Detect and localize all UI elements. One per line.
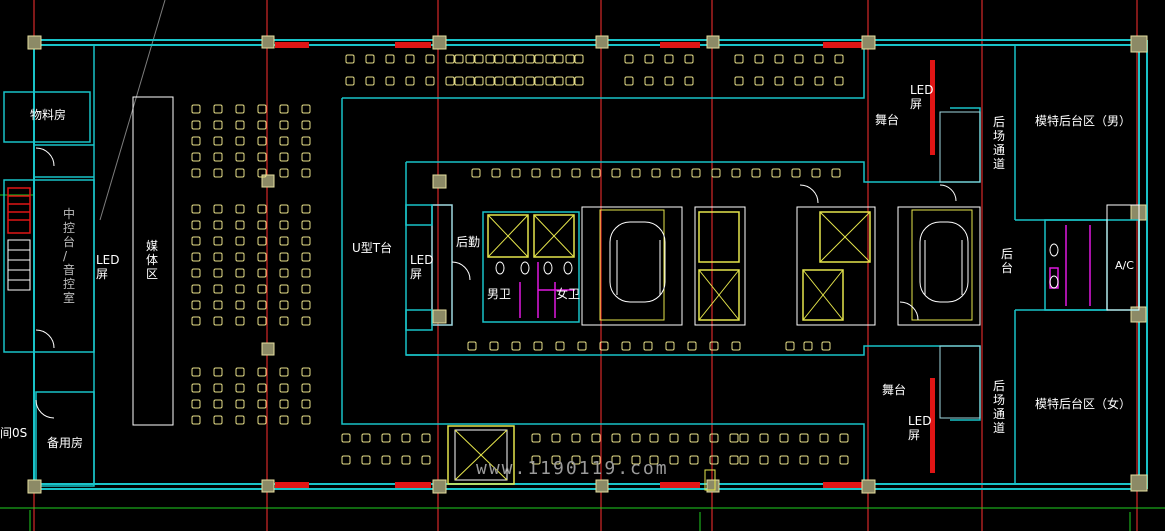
label-stage-top: 舞台 — [875, 112, 899, 127]
label-stage-bottom: 舞台 — [882, 382, 906, 397]
label-model-area-female: 模特后台区（女） — [1035, 396, 1131, 411]
label-model-area-male: 模特后台区（男） — [1035, 113, 1131, 128]
label-mens-wc: 男卫 — [487, 287, 511, 301]
label-u-stage: U型T台 — [352, 240, 392, 255]
label-passage-bottom: 后场通道 — [993, 379, 1005, 435]
center-core — [447, 184, 981, 491]
label-spare-room: 备用房 — [47, 435, 83, 450]
columns — [27, 35, 1148, 494]
right-rooms — [939, 45, 1140, 484]
watermark: www.1190119.com — [476, 458, 669, 479]
led-markers — [275, 42, 935, 488]
media-zone-box — [132, 96, 174, 426]
label-material-room: 物料房 — [30, 107, 66, 122]
label-backstage-right: 后台 — [1001, 247, 1013, 275]
label-womens-wc: 女卫 — [556, 286, 580, 301]
label-room-partial: 间0S — [0, 426, 27, 440]
label-passage-top: 后场通道 — [993, 115, 1005, 171]
left-rooms — [3, 45, 95, 487]
u-stage-outline — [341, 42, 981, 490]
label-backstage-small: 后勤 — [456, 235, 480, 249]
label-ac: A/C — [1115, 259, 1134, 272]
seating-chairs — [191, 54, 849, 465]
label-media-zone: 媒体区 — [146, 239, 158, 281]
label-control-room: 中控台/音控室 — [63, 206, 75, 305]
